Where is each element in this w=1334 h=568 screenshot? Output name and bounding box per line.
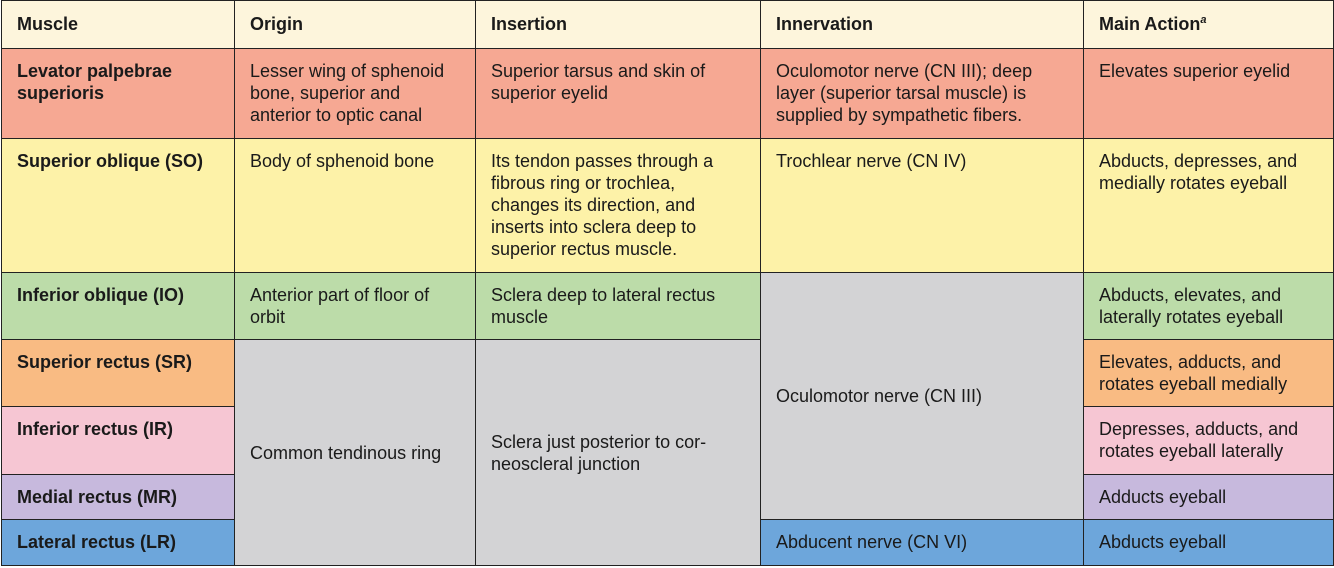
footnote-marker: a (1200, 14, 1207, 26)
header-origin: Origin (234, 0, 476, 49)
insertion-cell: Its tendon passes through a fibrous ring… (475, 138, 761, 273)
table-row-levator: Levator palpebrae superioris Lesser wing… (1, 48, 1334, 139)
table-row-medial-rectus: Medial rectus (MR) Adducts eyeball (1, 474, 1334, 520)
origin-cell: Lesser wing of sphenoid bone, superior a… (234, 48, 476, 139)
action-cell: Adducts eyeball (1083, 474, 1334, 520)
muscle-cell: Levator palpebrae superioris (1, 48, 235, 139)
header-row: Muscle Origin Insertion Innervation Main… (1, 0, 1334, 49)
muscle-cell: Medial rectus (MR) (1, 474, 235, 520)
header-innervation: Innervation (760, 0, 1084, 49)
header-insertion: Insertion (475, 0, 761, 49)
table-row-inferior-rectus: Inferior rectus (IR) Depresses, adducts,… (1, 406, 1334, 475)
action-cell: Abducts, elevates, and laterally rotates… (1083, 272, 1334, 340)
table-row-superior-rectus: Superior rectus (SR) Common tendinous ri… (1, 339, 1334, 566)
action-cell: Elevates, adducts, and rotates eyeball m… (1083, 339, 1334, 407)
innervation-cell: Trochlear nerve (CN IV) (760, 138, 1084, 273)
muscle-cell: Inferior oblique (IO) (1, 272, 235, 340)
origin-cell: Body of sphenoid bone (234, 138, 476, 273)
header-muscle: Muscle (1, 0, 235, 49)
table-row-inferior-oblique: Inferior oblique (IO) Anterior part of f… (1, 272, 1334, 520)
insertion-cell: Superior tarsus and skin of superior eye… (475, 48, 761, 139)
header-main-action: Main Actiona (1083, 0, 1334, 49)
main-action-label: Main Action (1099, 14, 1201, 34)
action-cell: Depresses, adducts, and rotates eyeball … (1083, 406, 1334, 475)
innervation-cell-oculomotor: Oculomotor nerve (CN III) (760, 272, 1084, 520)
muscle-cell: Lateral rectus (LR) (1, 519, 235, 566)
origin-cell-rectus: Common tendinous ring (234, 339, 476, 566)
insertion-cell-rectus: Sclera just posterior to cor-neoscleral … (475, 339, 761, 566)
innervation-cell: Oculomotor nerve (CN III); deep layer (s… (760, 48, 1084, 139)
action-cell: Elevates superior eyelid (1083, 48, 1334, 139)
table-row-superior-oblique: Superior oblique (SO) Body of sphenoid b… (1, 138, 1334, 273)
insertion-cell: Sclera deep to lateral rectus muscle (475, 272, 761, 340)
origin-cell: Anterior part of floor of orbit (234, 272, 476, 340)
table-row-lateral-rectus: Lateral rectus (LR) Abducent nerve (CN V… (1, 519, 1334, 566)
muscle-cell: Superior oblique (SO) (1, 138, 235, 273)
muscle-cell: Superior rectus (SR) (1, 339, 235, 407)
action-cell: Abducts, depresses, and medially rotates… (1083, 138, 1334, 273)
action-cell: Abducts eyeball (1083, 519, 1334, 566)
innervation-cell: Abducent nerve (CN VI) (760, 519, 1084, 566)
muscle-cell: Inferior rectus (IR) (1, 406, 235, 475)
